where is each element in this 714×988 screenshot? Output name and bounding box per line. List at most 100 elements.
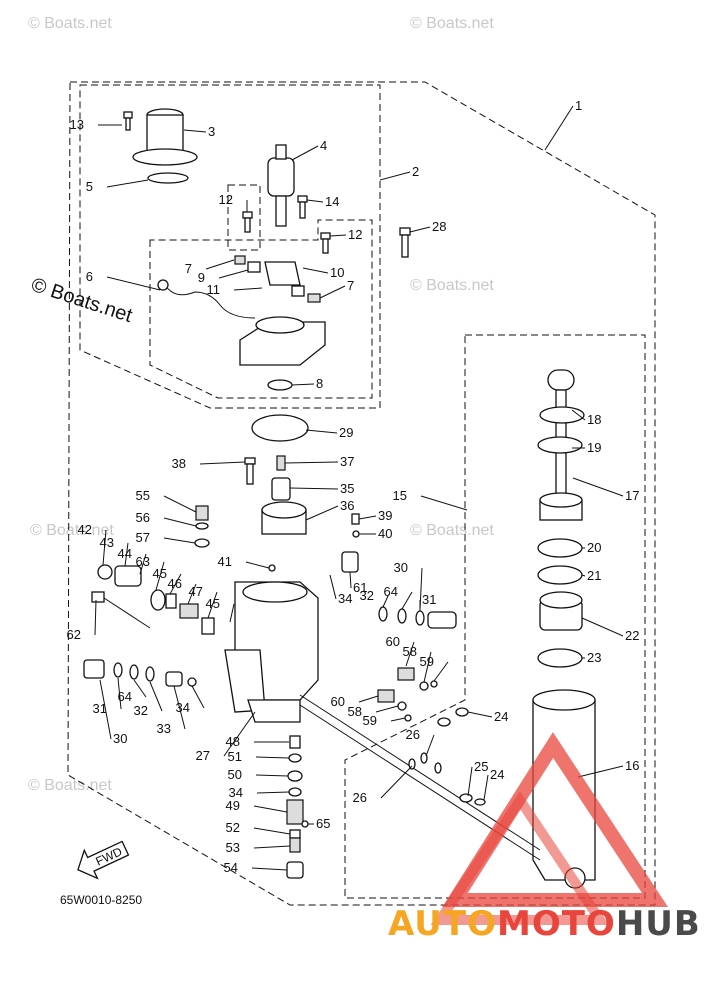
copyright-text: © Boats.net [28, 274, 135, 327]
leader-line-46 [187, 583, 197, 605]
leader-line-51 [255, 756, 290, 759]
leader-line-9 [218, 269, 249, 279]
callout-62: 62 [67, 627, 81, 642]
brand-logo: AUTOMOTOHUB [388, 732, 700, 944]
washer-25 [459, 793, 473, 803]
leader-line-47 [207, 591, 218, 619]
leader-lines [94, 105, 624, 871]
bolt-28-shank [401, 234, 409, 258]
callout-9: 9 [198, 270, 205, 285]
leader-line-18 [571, 409, 586, 421]
screw-14 [297, 195, 308, 203]
bolt-28 [399, 227, 411, 236]
callout-12: 12 [219, 192, 233, 207]
callout-19: 19 [587, 440, 601, 455]
cylinder-top [532, 689, 596, 711]
screw-12b [320, 232, 331, 240]
leader-line-12 [329, 234, 347, 237]
callout-39: 39 [378, 508, 392, 523]
o-ring-8 [267, 379, 293, 391]
callout-18: 18 [587, 412, 601, 427]
watermark-group: © Boats.net © Boats.net © Boats.net © Bo… [28, 15, 494, 794]
leader-line-25 [467, 766, 473, 797]
spring-37 [276, 455, 286, 471]
screw-12b-shank [322, 238, 329, 254]
leader-line-60 [405, 641, 415, 667]
callout-7: 7 [347, 278, 354, 293]
brand-triangle-inner [430, 790, 610, 925]
motor-inner-outline [149, 219, 373, 399]
leader-line-60 [358, 695, 379, 703]
callout-15: 15 [393, 488, 407, 503]
callout-11: 11 [207, 282, 221, 297]
valve-48 [289, 735, 301, 749]
motor-parts [123, 108, 411, 442]
callout-12: 12 [348, 227, 362, 242]
callout-50: 50 [228, 767, 242, 782]
leader-line-34 [256, 791, 290, 794]
bolt-62-shank [103, 597, 151, 629]
leader-line-3 [183, 129, 207, 133]
callout-21: 21 [587, 568, 601, 583]
leader-line-41 [245, 561, 270, 569]
callout-17: 17 [625, 488, 639, 503]
callout-32: 32 [134, 703, 148, 718]
callout-36: 36 [340, 498, 354, 513]
o-ring-34 [288, 787, 302, 797]
valve-30 [83, 659, 105, 679]
leader-line-24 [467, 711, 493, 718]
leader-line-54 [251, 867, 288, 871]
o-ring-64b [397, 608, 407, 624]
o-ring-51 [288, 753, 302, 763]
plug-54 [286, 861, 304, 879]
ball-59 [430, 680, 438, 688]
leader-line-43 [124, 542, 129, 567]
gear-pump-top [261, 501, 307, 519]
callout-30: 30 [113, 731, 127, 746]
leader-line-29 [305, 429, 338, 434]
valve-43 [114, 565, 142, 587]
leader-line-15 [420, 495, 468, 511]
o-ring-5 [147, 172, 189, 184]
leader-line-38 [199, 461, 246, 465]
callout-41: 41 [218, 554, 232, 569]
leader-line-56 [163, 517, 197, 527]
valve-30b [427, 611, 457, 629]
callout-58: 58 [403, 644, 417, 659]
leader-line-39 [358, 515, 377, 520]
callout-45: 45 [153, 566, 167, 581]
motor-flange [132, 148, 198, 166]
o-ring-23 [537, 648, 583, 668]
callout-43: 43 [100, 535, 114, 550]
screw-12-shank [244, 217, 251, 233]
collar-35 [271, 477, 291, 501]
spring-60 [397, 667, 415, 681]
callout-14: 14 [325, 194, 339, 209]
part-47 [201, 617, 215, 635]
callout-26: 26 [353, 790, 367, 805]
gland-top [539, 591, 583, 609]
brand-moto: MOTO [497, 904, 616, 944]
leader-line-34 [329, 574, 337, 600]
leader-line-50 [255, 774, 289, 777]
callout-48: 48 [226, 734, 240, 749]
o-ring-31b [415, 610, 425, 626]
callout-38: 38 [172, 456, 186, 471]
spring-53 [289, 837, 301, 853]
brand-auto: AUTO [388, 904, 497, 944]
fwd-arrow: FWD [77, 840, 130, 880]
valve-49 [286, 799, 304, 825]
leader-line-58 [423, 651, 432, 683]
callout-22: 22 [625, 628, 639, 643]
o-ring-42 [97, 564, 113, 580]
screw-38 [244, 457, 256, 465]
leader-line-45 [169, 573, 182, 595]
leader-line-42 [102, 529, 107, 566]
callout-44: 44 [118, 546, 132, 561]
leader-line-6 [106, 276, 161, 291]
leader-line-36 [305, 505, 339, 521]
screw-12 [242, 211, 253, 219]
callout-30: 30 [394, 560, 408, 575]
callout-10: 10 [330, 265, 344, 280]
